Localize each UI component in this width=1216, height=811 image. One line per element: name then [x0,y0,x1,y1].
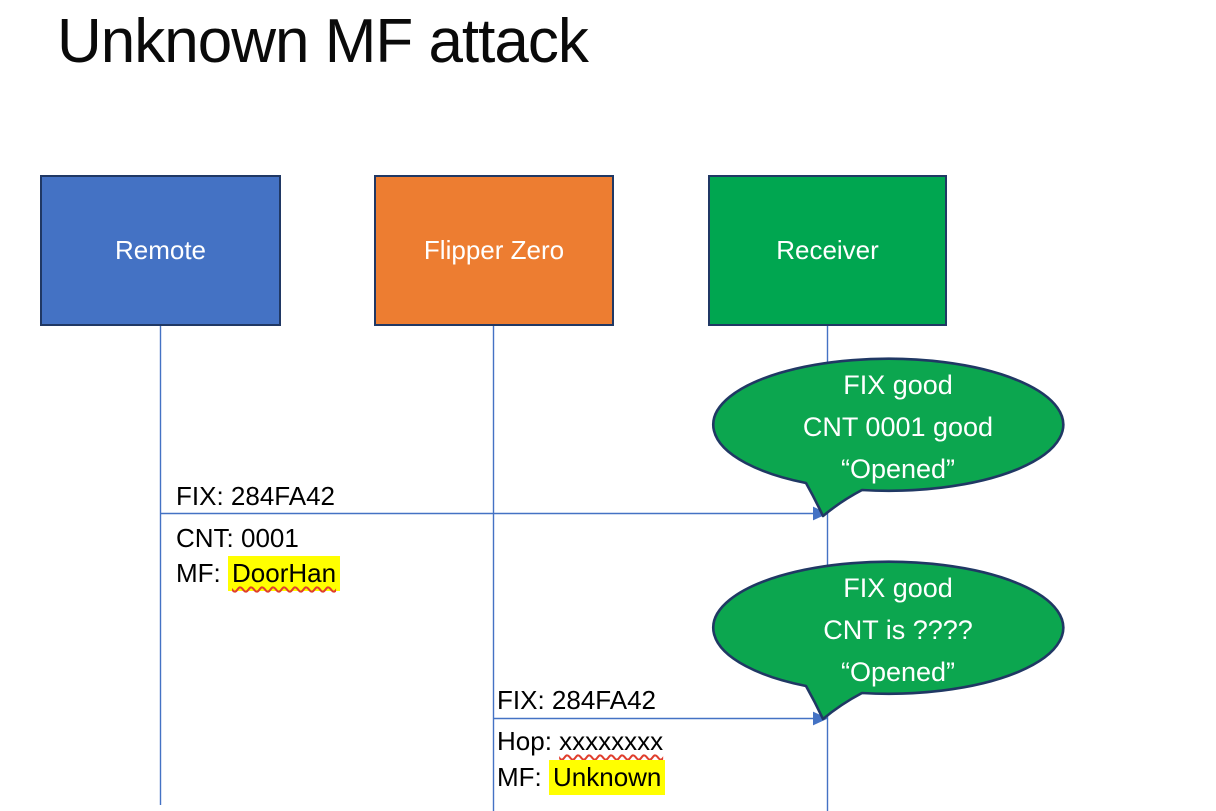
callout2-line1: FIX good [843,573,953,603]
message2-hop-prefix: Hop: [497,726,560,756]
message2-mf-label: MF: Unknown [497,760,666,795]
message2-mf-value-highlighted: Unknown [549,760,666,795]
callout1-line1: FIX good [843,370,953,400]
callout1-line3: “Opened” [840,454,956,484]
message2-mf-prefix: MF: [497,762,549,792]
message2-fix-label: FIX: 284FA42 [497,684,656,717]
callout2-line2: CNT is ???? [823,615,973,645]
actor-box-flipper-zero: Flipper Zero [374,175,614,326]
callout2-line3: “Opened” [840,657,956,687]
message2-fix-text: FIX: 284FA42 [497,685,656,715]
message1-fix-label: FIX: 284FA42 [176,480,335,513]
message1-mf-prefix: MF: [176,558,228,588]
actor-box-remote: Remote [40,175,281,326]
message1-mf-label: MF: DoorHan [176,556,341,591]
actor-label-remote: Remote [114,235,207,265]
message1-fix-text: FIX: 284FA42 [176,481,335,511]
actor-label-flipper-zero: Flipper Zero [423,235,565,265]
callout-bubble-1 [711,357,1065,518]
message2-hop-value-squiggled: xxxxxxxx [559,726,664,756]
message2-hop-label: Hop: xxxxxxxx [497,725,663,758]
callout-bubble-2 [711,560,1065,721]
actor-box-receiver: Receiver [708,175,947,326]
callout2-text: FIX good CNT is ???? “Opened” [723,567,1073,693]
callout1-text: FIX good CNT 0001 good “Opened” [723,364,1073,490]
actor-label-receiver: Receiver [776,235,879,265]
page-title: Unknown MF attack [57,7,589,76]
message1-cnt-text: CNT: 0001 [176,523,299,553]
arrowhead-flipper-to-receiver-icon [813,711,828,726]
message1-cnt-label: CNT: 0001 [176,522,299,555]
message1-mf-value-highlighted: DoorHan [228,556,341,591]
callout1-line2: CNT 0001 good [802,412,994,442]
